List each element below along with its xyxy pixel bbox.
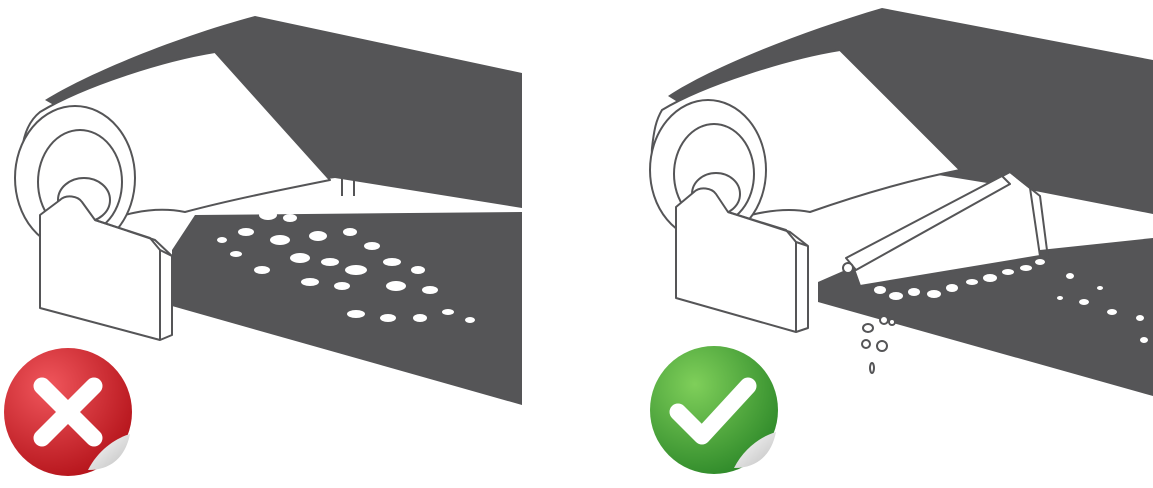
debris-spot — [254, 266, 270, 274]
debris-spot — [983, 274, 997, 282]
debris-spot — [334, 282, 350, 290]
scraper-bolt — [843, 263, 853, 273]
debris-spot — [966, 279, 978, 285]
debris-spot — [1136, 315, 1144, 321]
debris-spot — [1079, 299, 1089, 305]
debris-spot — [386, 281, 406, 291]
debris-spot — [230, 251, 242, 257]
debris-spot — [345, 265, 367, 275]
debris-spot — [290, 253, 310, 263]
debris-spot — [413, 314, 427, 322]
debris-spot — [927, 290, 941, 298]
debris-spot — [1107, 309, 1117, 315]
debris-spot — [283, 214, 297, 222]
correct-badge — [650, 346, 778, 474]
debris-spot — [411, 266, 425, 274]
debris-spot — [383, 258, 401, 266]
debris-spot — [874, 286, 886, 294]
debris-spot — [1066, 273, 1074, 279]
debris-spot — [889, 292, 903, 300]
debris-spot — [1020, 265, 1032, 271]
debris-spot — [343, 228, 357, 236]
debris-spot — [422, 286, 438, 294]
panel-with-scraper — [650, 8, 1153, 474]
debris-spot — [1140, 337, 1148, 343]
debris-spot — [259, 210, 277, 220]
debris-spot — [1002, 269, 1014, 275]
panel-without-scraper — [4, 16, 522, 476]
debris-spot — [946, 284, 958, 292]
debris-spot — [380, 314, 396, 322]
debris-spot — [1035, 259, 1045, 265]
debris-spot — [238, 228, 254, 236]
debris-spot — [321, 258, 339, 266]
debris-spot — [217, 237, 227, 243]
incorrect-badge — [4, 348, 132, 476]
debris-spot — [442, 309, 454, 315]
debris-spot — [1097, 286, 1103, 290]
debris-spot — [908, 288, 920, 296]
debris-spot — [465, 317, 475, 323]
debris-spot — [301, 278, 319, 286]
debris-spot — [270, 235, 290, 245]
debris-spot — [347, 310, 365, 318]
debris-spot — [309, 231, 327, 241]
falling-particles — [862, 316, 895, 373]
debris-spot — [364, 242, 380, 250]
debris-spot — [1057, 296, 1063, 300]
